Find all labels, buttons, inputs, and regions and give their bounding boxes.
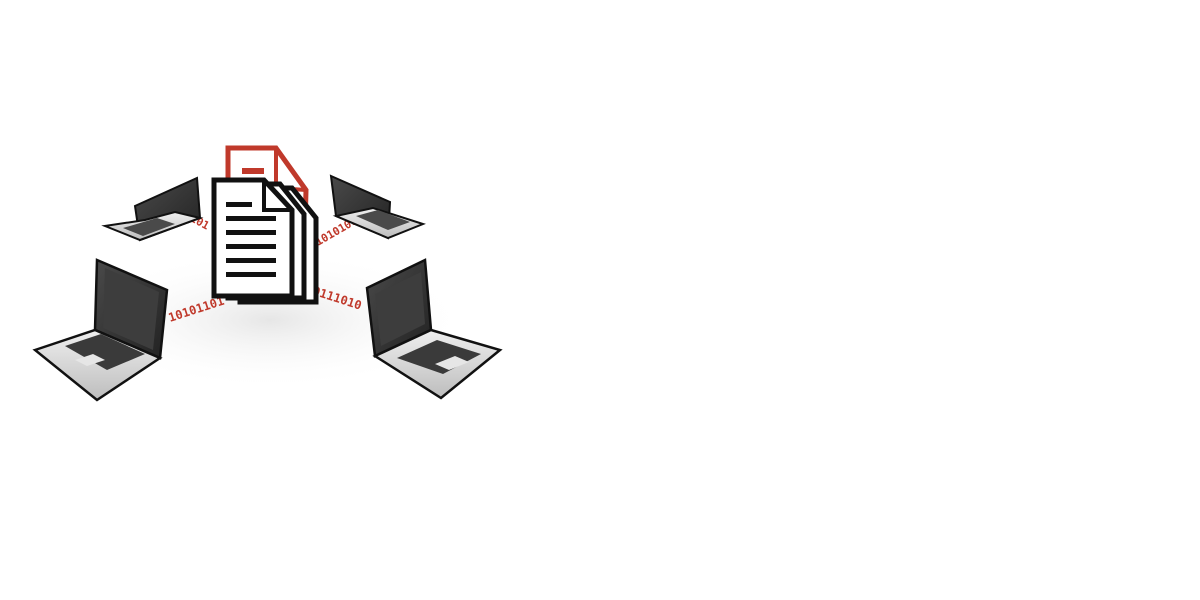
document-stack-icon: [211, 177, 319, 305]
laptop-icon: [365, 258, 503, 400]
laptop-icon: [329, 174, 426, 240]
laptop-icon: [101, 176, 204, 242]
floor-shadow: [70, 250, 470, 390]
laptop-icon: [32, 258, 169, 402]
